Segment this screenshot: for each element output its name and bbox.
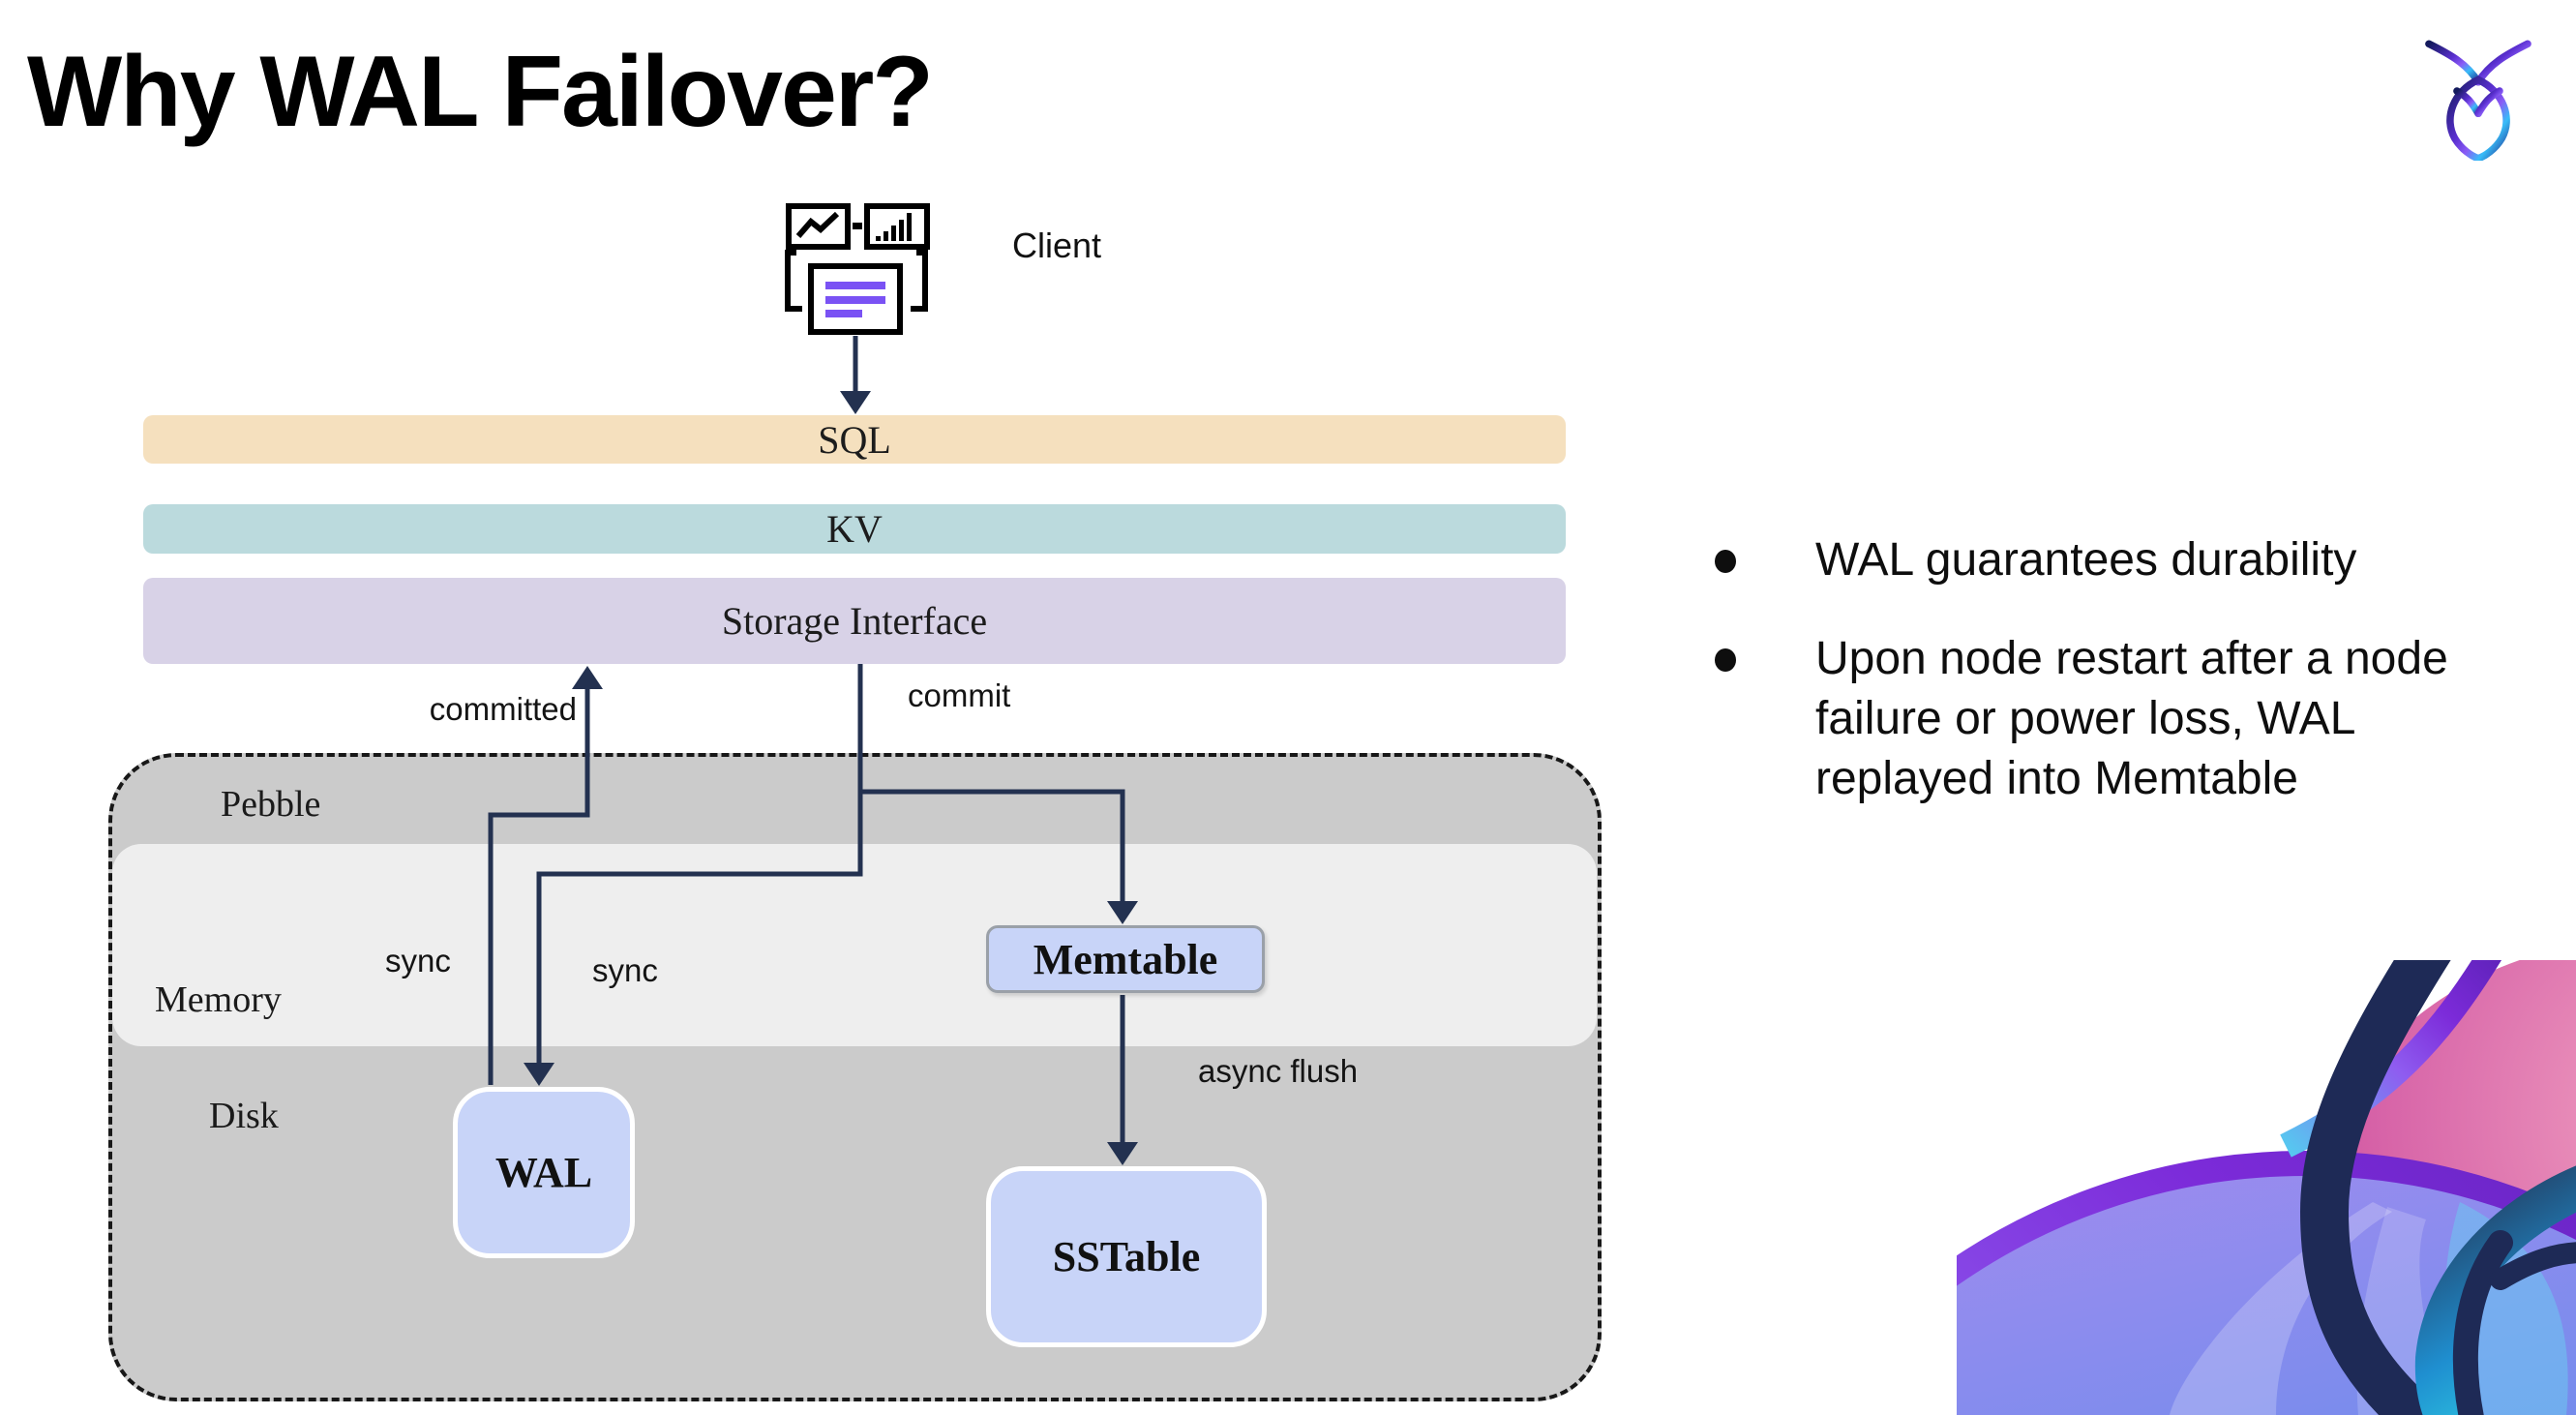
pebble-label: Pebble bbox=[221, 784, 321, 825]
client-icon bbox=[785, 203, 930, 335]
memory-band bbox=[112, 844, 1597, 1046]
memory-label: Memory bbox=[155, 979, 282, 1020]
layer-storage-label: Storage Interface bbox=[721, 599, 988, 643]
sstable-box: SSTable bbox=[986, 1166, 1267, 1347]
client-label: Client bbox=[1012, 226, 1102, 265]
bullet-list: WAL guarantees durability Upon node rest… bbox=[1693, 530, 2545, 848]
sstable-label: SSTable bbox=[1052, 1233, 1201, 1280]
memtable-box: Memtable bbox=[986, 925, 1265, 993]
edge-label-sync-left: sync bbox=[385, 943, 451, 978]
page-title: Why WAL Failover? bbox=[27, 36, 934, 148]
edge-label-sync-right: sync bbox=[592, 952, 658, 988]
bullet-item: Upon node restart after a node failure o… bbox=[1693, 629, 2493, 809]
wal-label: WAL bbox=[494, 1149, 593, 1196]
dash-glyph bbox=[853, 223, 862, 229]
edge-label-async-flush: async flush bbox=[1198, 1053, 1359, 1089]
disk-label: Disk bbox=[209, 1096, 279, 1136]
arrowhead-into-storage bbox=[572, 666, 603, 689]
edge-label-commit: commit bbox=[908, 677, 1011, 713]
wal-box: WAL bbox=[453, 1087, 635, 1258]
brand-illustration bbox=[1957, 960, 2576, 1415]
arrowhead-into-sql bbox=[840, 391, 871, 414]
bullet-item: WAL guarantees durability bbox=[1693, 530, 2493, 590]
layer-storage-interface: Storage Interface bbox=[143, 578, 1566, 664]
memtable-label: Memtable bbox=[1033, 935, 1218, 983]
layer-sql: SQL bbox=[143, 415, 1566, 464]
cockroachdb-logo-icon bbox=[2425, 40, 2531, 161]
layer-sql-label: SQL bbox=[818, 417, 891, 462]
layer-kv: KV bbox=[143, 504, 1566, 554]
layer-kv-label: KV bbox=[826, 507, 883, 551]
edge-label-committed: committed bbox=[429, 691, 577, 727]
